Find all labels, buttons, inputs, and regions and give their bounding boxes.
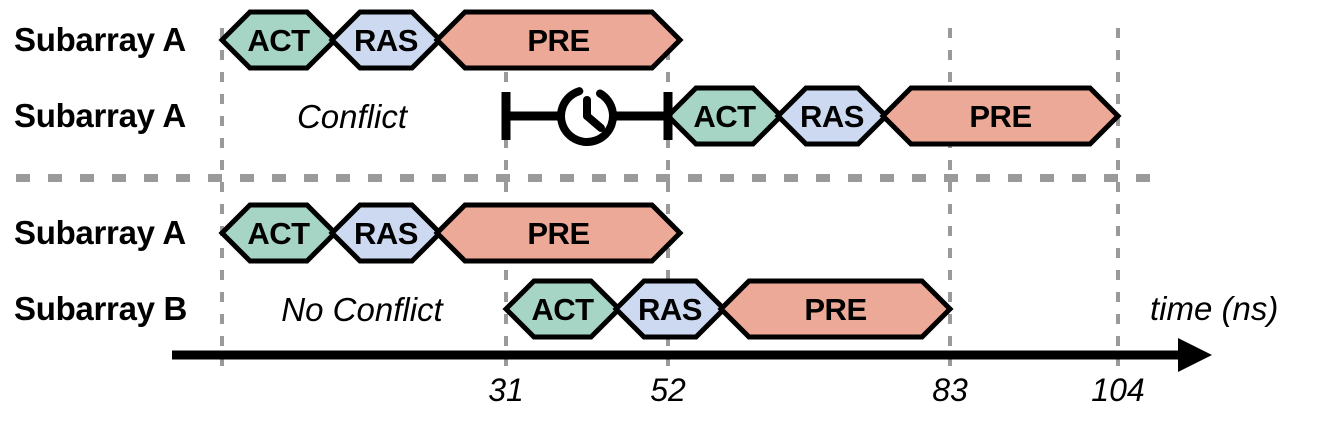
command-hexagon[interactable] bbox=[502, 278, 623, 340]
command-row-2: ACT RAS PRE bbox=[664, 85, 1122, 147]
clock-dot-1 bbox=[609, 113, 617, 120]
command-block-ras[interactable]: RAS bbox=[328, 202, 444, 264]
command-hexagon[interactable] bbox=[218, 202, 339, 264]
command-block-pre[interactable]: PRE bbox=[433, 202, 684, 264]
command-block-act[interactable]: ACT bbox=[502, 278, 623, 340]
clock-arc bbox=[557, 87, 617, 146]
tick-label-52: 52 bbox=[650, 372, 686, 408]
command-row-1: ACT RAS PRE bbox=[218, 9, 684, 71]
row-label-2: Subarray A bbox=[14, 97, 186, 134]
command-block-act[interactable]: ACT bbox=[218, 202, 339, 264]
command-block-pre[interactable]: PRE bbox=[433, 9, 684, 71]
command-hexagon[interactable] bbox=[328, 202, 444, 264]
command-hexagon[interactable] bbox=[774, 85, 890, 147]
command-hexagon[interactable] bbox=[433, 202, 684, 264]
time-axis-arrowhead bbox=[1178, 338, 1212, 372]
command-label: PRE bbox=[804, 292, 866, 327]
command-label: ACT bbox=[693, 99, 756, 134]
command-label: RAS bbox=[638, 292, 702, 327]
command-row-3: ACT RAS PRE bbox=[218, 202, 684, 264]
command-block-act[interactable]: ACT bbox=[664, 85, 785, 147]
command-hexagon[interactable] bbox=[328, 9, 444, 71]
command-block-pre[interactable]: PRE bbox=[717, 278, 954, 340]
command-hexagon[interactable] bbox=[433, 9, 684, 71]
command-label: PRE bbox=[527, 216, 589, 251]
command-hexagon[interactable] bbox=[218, 9, 339, 71]
command-label: RAS bbox=[354, 23, 418, 58]
delay-indicator bbox=[501, 87, 673, 146]
row-label-4: Subarray B bbox=[14, 290, 188, 327]
command-label: ACT bbox=[247, 23, 310, 58]
tick-label-83: 83 bbox=[932, 372, 968, 408]
clock-icon bbox=[557, 87, 617, 146]
command-hexagon[interactable] bbox=[879, 85, 1122, 147]
command-row-4: ACT RAS PRE bbox=[502, 278, 954, 340]
command-label: ACT bbox=[247, 216, 310, 251]
command-hexagon[interactable] bbox=[717, 278, 954, 340]
tick-label-31: 31 bbox=[488, 372, 524, 408]
command-label: RAS bbox=[354, 216, 418, 251]
command-block-ras[interactable]: RAS bbox=[612, 278, 728, 340]
tick-label-104: 104 bbox=[1091, 372, 1145, 408]
clock-hand-hour bbox=[583, 112, 605, 132]
command-label: PRE bbox=[527, 23, 589, 58]
axis-title-time: time (ns) bbox=[1150, 290, 1279, 327]
command-block-ras[interactable]: RAS bbox=[328, 9, 444, 71]
clock-dot-0 bbox=[607, 101, 615, 109]
command-block-pre[interactable]: PRE bbox=[879, 85, 1122, 147]
command-hexagon[interactable] bbox=[612, 278, 728, 340]
command-label: PRE bbox=[969, 99, 1031, 134]
command-block-act[interactable]: ACT bbox=[218, 9, 339, 71]
row-label-1: Subarray A bbox=[14, 21, 186, 58]
command-label: ACT bbox=[531, 292, 594, 327]
row-label-3: Subarray A bbox=[14, 214, 186, 251]
clock-dot-2 bbox=[607, 122, 615, 130]
conflict-note-row-2: Conflict bbox=[296, 98, 408, 135]
command-block-ras[interactable]: RAS bbox=[774, 85, 890, 147]
command-label: RAS bbox=[800, 99, 864, 134]
conflict-note-row-4: No Conflict bbox=[281, 291, 443, 328]
